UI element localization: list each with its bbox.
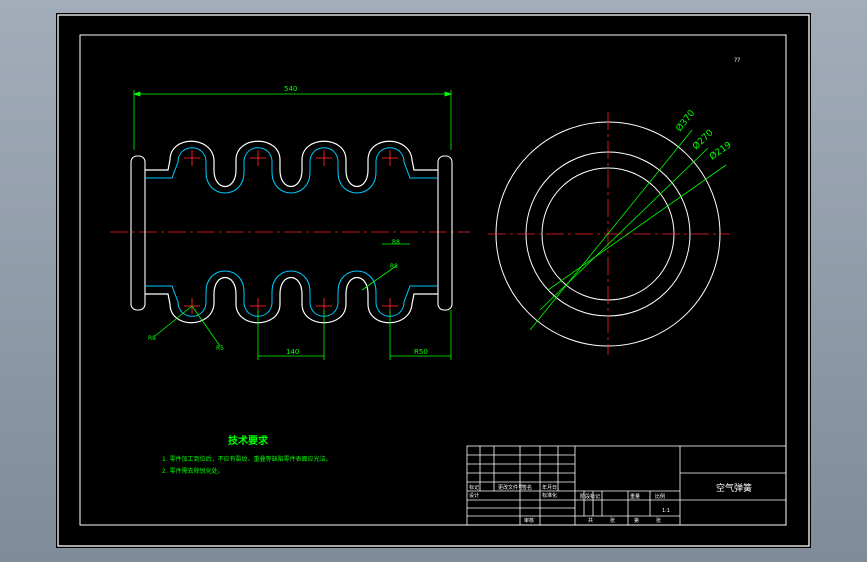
- lower-wall-outer: [145, 277, 438, 324]
- drawing-background: [56, 13, 811, 548]
- tb-sheet-total-unit: 张: [610, 517, 615, 524]
- technical-notes: 技术要求 1. 零件加工到位后，不应有裂纹、重叠等缺陷零件表面应光洁。 2. 零…: [162, 434, 332, 475]
- dim-wall-thickness: R8: [390, 263, 398, 270]
- tb-stage: 阶段标记: [580, 493, 600, 500]
- tb-header-sign: 签名: [522, 484, 532, 491]
- part-name: 空气弹簧: [716, 482, 752, 494]
- tb-sheet-total: 共: [588, 517, 593, 524]
- title-block-text: 标记 更改文件号 签名 年月日 设计 标准化 审核 阶段标记 重量 比例 1:1…: [469, 484, 670, 524]
- dimension-overall-length: [132, 90, 453, 150]
- tb-review: 审核: [524, 517, 534, 524]
- notes-item-2: 2. 零件需去除锐化处。: [162, 467, 224, 475]
- upper-wall-outer: [145, 140, 438, 187]
- lower-wall-inner: [145, 270, 438, 317]
- right-flange: [437, 155, 453, 311]
- sheet-outer-frame: [57, 14, 810, 547]
- diameter-leaders: [529, 129, 727, 331]
- notes-title: 技术要求: [228, 434, 269, 447]
- dim-left-radius: R8: [148, 335, 156, 342]
- tb-header-date: 年月日: [542, 484, 557, 491]
- front-view: 540 140 R50 R8 R5 R8 R8: [110, 85, 470, 360]
- tb-sheet-no-unit: 张: [656, 517, 661, 524]
- dim-overall-length: 540: [284, 85, 297, 93]
- corner-label: ??: [734, 57, 740, 64]
- tb-header-mark: 标记: [469, 484, 479, 491]
- title-block: [466, 445, 787, 526]
- dim-pitch: 140: [286, 348, 299, 356]
- dim-wall: R8: [392, 239, 400, 246]
- dim-bottom-radius: R5: [216, 345, 224, 352]
- dimension-pitch: [257, 310, 325, 360]
- tb-header-change-doc: 更改文件号: [498, 484, 523, 491]
- tb-sheet-no: 第: [634, 517, 639, 524]
- dimension-flange: [389, 310, 452, 360]
- sheet-inner-frame: [79, 34, 787, 526]
- notes-item-1: 1. 零件加工到位后，不应有裂纹、重叠等缺陷零件表面应光洁。: [162, 455, 332, 463]
- tb-scale-value: 1:1: [662, 508, 670, 514]
- radius-leaders: [154, 243, 410, 347]
- tb-standard: 标准化: [542, 492, 557, 499]
- tb-design: 设计: [469, 492, 479, 499]
- tb-weight: 重量: [630, 493, 640, 500]
- tb-scale-label: 比例: [655, 493, 665, 500]
- left-flange: [130, 155, 146, 311]
- dim-flange: R50: [414, 348, 428, 356]
- upper-wall-inner: [145, 147, 438, 194]
